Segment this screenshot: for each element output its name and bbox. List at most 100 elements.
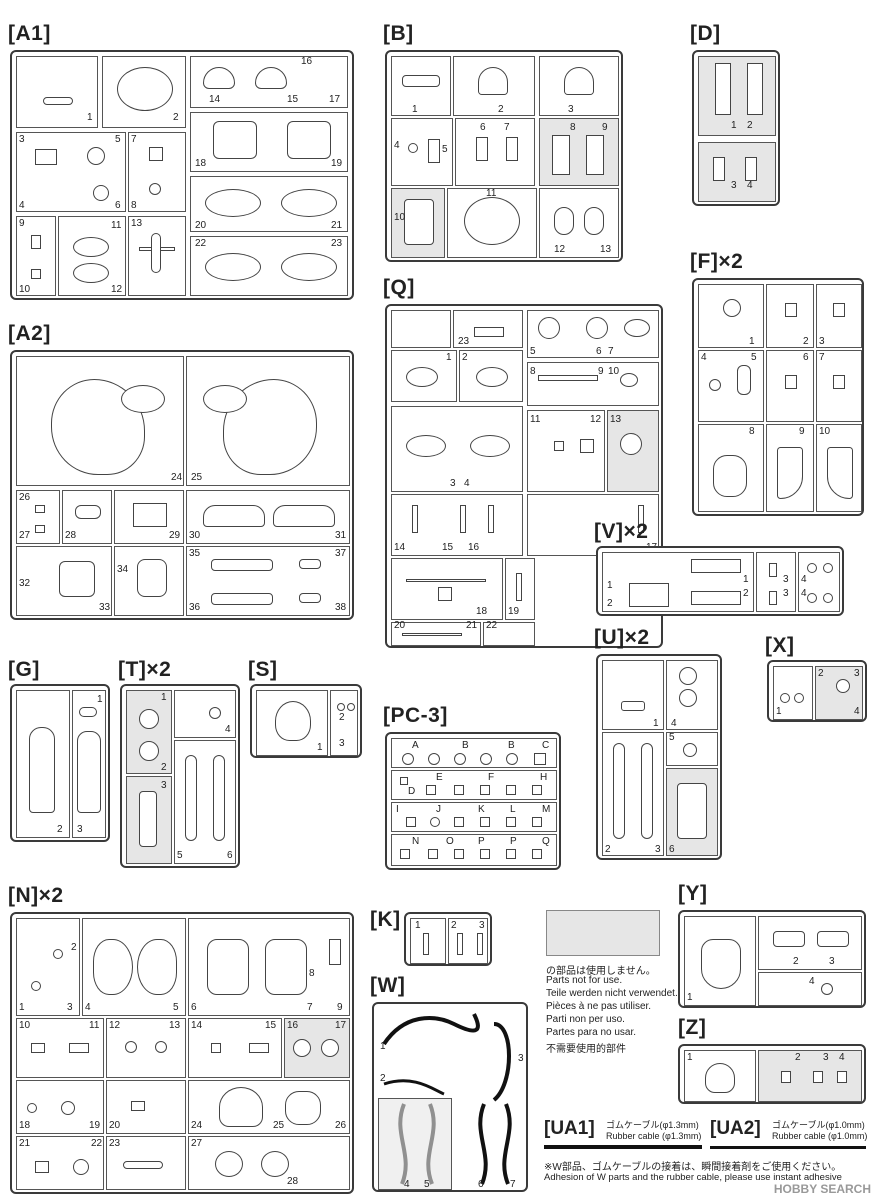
part-shape	[73, 1159, 89, 1175]
part-cell: 18 19	[16, 1080, 104, 1134]
part-shape	[480, 753, 492, 765]
part-shape	[474, 327, 504, 337]
part-number: 3	[77, 824, 83, 835]
part-shape	[532, 785, 542, 795]
part-shape	[61, 1101, 75, 1115]
part-number: 13	[610, 414, 622, 425]
part-number: 2	[161, 762, 167, 773]
sprue-frame: 2 1 3 4 5 6 7 8 9 10 11 12	[10, 912, 354, 1194]
sprue-frame: 24 25 26 27 28 29 30 31 32	[10, 350, 354, 620]
part-number: 6	[191, 1002, 197, 1013]
part-cell-unused: 8 9	[539, 118, 619, 186]
part-shape	[265, 939, 307, 995]
part-shape	[139, 791, 157, 847]
part-number: 24	[171, 472, 183, 483]
part-shape	[400, 777, 408, 785]
part-shape	[185, 755, 197, 841]
sprue-label-k: [K]	[370, 908, 401, 931]
part-shape	[203, 505, 265, 527]
part-cell: 4 4	[798, 552, 840, 612]
part-number: 15	[265, 1020, 277, 1031]
sprue-label-g: [G]	[8, 658, 40, 681]
part-number: 31	[335, 530, 347, 541]
rubber-cable-jp: ゴムケーブル(φ1.0mm)	[772, 1120, 865, 1130]
part-cell: 24	[16, 356, 184, 486]
part-number: B	[508, 740, 515, 751]
part-number: 18	[195, 158, 207, 169]
part-shape	[203, 385, 247, 413]
part-cell: 35 36 37 38	[186, 546, 350, 616]
part-number: D	[408, 786, 416, 797]
part-cell: 24 25 26	[188, 1080, 350, 1134]
part-shape	[584, 207, 604, 235]
sprue-frame: 1 2 14 15 16 17 3 5 4 6 7 8	[10, 50, 354, 300]
part-cell: 8	[698, 424, 764, 512]
part-number: 3	[161, 780, 167, 791]
part-shape	[93, 185, 109, 201]
part-number: 2	[607, 598, 613, 609]
part-cell: 4 5	[82, 918, 186, 1016]
notice-line: Parts not for use.	[546, 975, 623, 986]
part-number: 11	[530, 414, 541, 425]
part-number: 33	[99, 602, 111, 613]
sprue-frame: 1 4 2 3 5 6	[596, 654, 722, 860]
part-shape	[149, 183, 161, 195]
part-shape	[532, 817, 542, 827]
part-number: 3	[731, 180, 737, 191]
part-number: 6	[115, 200, 121, 211]
part-shape	[621, 701, 645, 711]
rubber-cable-bar	[544, 1145, 702, 1149]
part-cell: 1	[684, 916, 756, 1006]
part-shape	[402, 633, 462, 636]
part-shape	[506, 753, 518, 765]
part-shape	[299, 593, 321, 603]
part-shape	[408, 143, 418, 153]
part-number: 8	[570, 122, 576, 133]
part-number: 12	[111, 284, 123, 295]
sprue-label-v: [V]×2	[594, 520, 649, 543]
part-number: 8	[530, 366, 536, 377]
part-cell-unused: 1 2	[698, 56, 776, 136]
part-shape	[151, 233, 161, 273]
part-number: 1	[607, 580, 613, 591]
part-number: 23	[109, 1138, 121, 1149]
sprue-label-d: [D]	[690, 22, 721, 45]
part-shape	[620, 373, 638, 387]
part-cell: 10	[816, 424, 862, 512]
part-shape	[781, 1071, 791, 1083]
part-shape	[833, 375, 845, 389]
part-number: 16	[468, 542, 480, 553]
part-shape	[329, 939, 341, 965]
part-number: 38	[335, 602, 347, 613]
part-shape	[701, 939, 741, 989]
part-shape	[406, 817, 416, 827]
part-number: 1	[446, 352, 452, 363]
part-shape	[31, 235, 41, 249]
part-cell	[391, 310, 451, 348]
part-cell-unused: 3	[126, 776, 172, 864]
part-number: 28	[65, 530, 77, 541]
part-number: 1	[749, 336, 755, 347]
part-number: 25	[191, 472, 203, 483]
sprue-frame: 1 2 3 4	[678, 910, 866, 1008]
part-shape	[299, 559, 321, 569]
part-number: 3	[783, 588, 789, 599]
part-cell: 2	[102, 56, 186, 128]
part-cell: 3	[816, 284, 862, 348]
part-number: 10	[608, 366, 620, 377]
part-cell: 18 19	[190, 112, 348, 172]
part-number: L	[510, 804, 516, 815]
part-number: 22	[486, 620, 498, 631]
part-shape	[131, 1101, 145, 1111]
part-shape	[75, 505, 101, 519]
part-number: 8	[749, 426, 755, 437]
part-number: A	[412, 740, 419, 751]
part-cell-unused: 2 3 4	[815, 666, 863, 720]
part-shape	[321, 1039, 339, 1057]
part-number: 10	[394, 212, 406, 223]
part-number: 25	[273, 1120, 285, 1131]
sprue-label-a2: [A2]	[8, 322, 51, 345]
part-cell: 6	[766, 350, 814, 422]
part-shape	[821, 983, 833, 995]
part-number: 28	[287, 1176, 299, 1187]
